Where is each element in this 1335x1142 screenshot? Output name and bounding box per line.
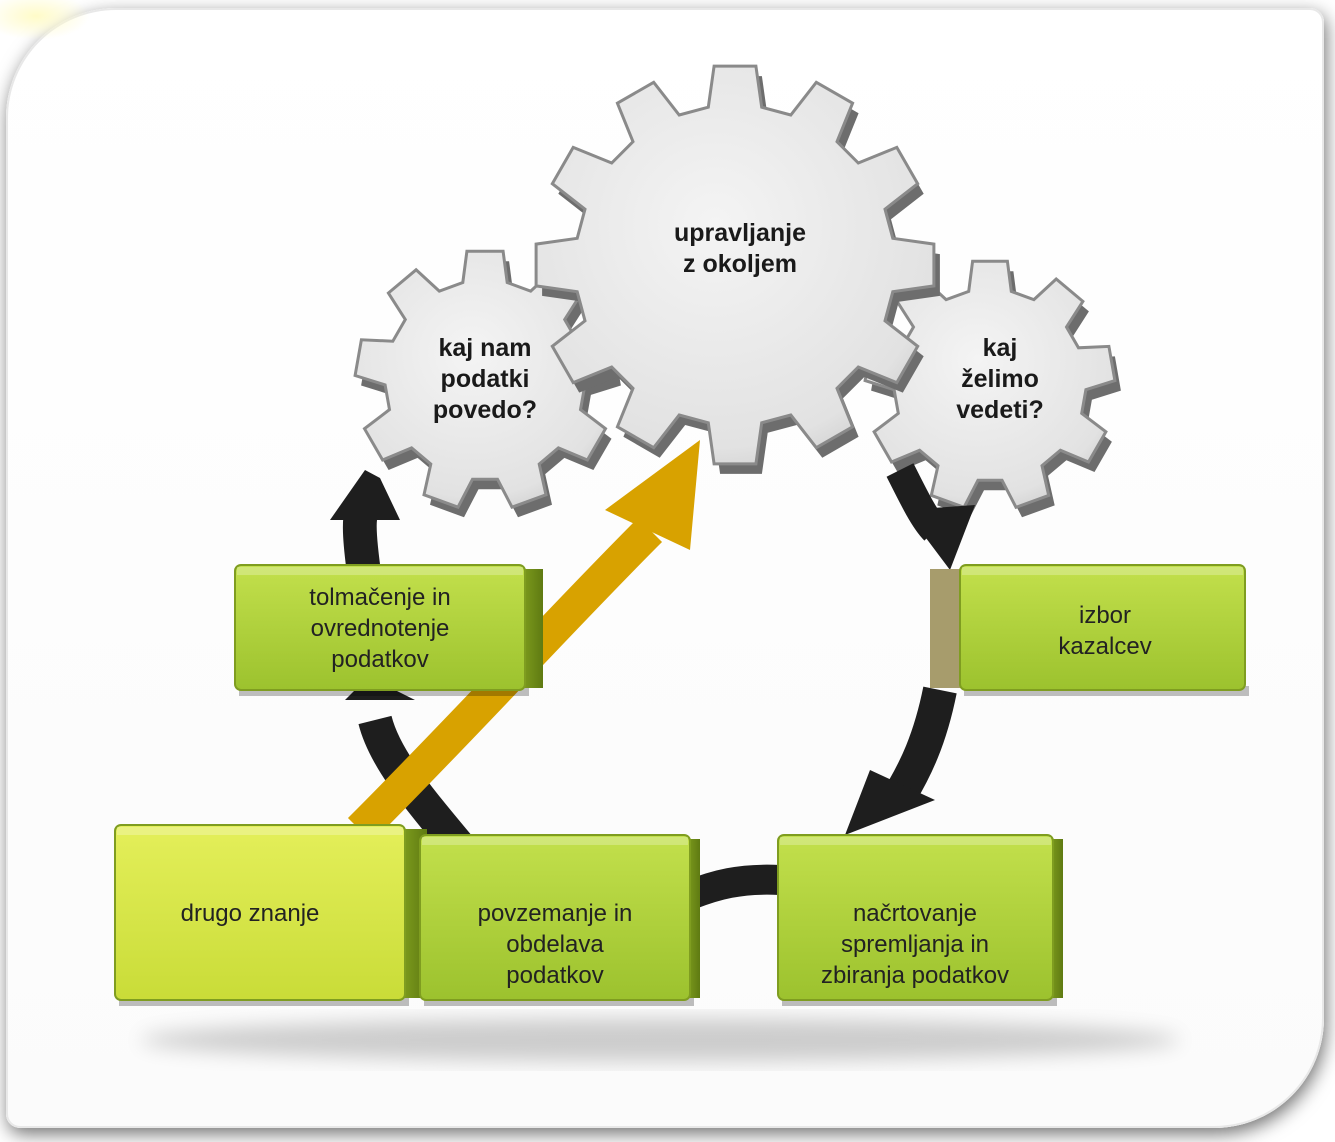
box-indicators-highlight (962, 567, 1243, 575)
arrow-planning-to-processing (684, 864, 781, 909)
gear-label-right: kaj želimo vedeti? (956, 334, 1044, 424)
arrow-indicators-to-planning (885, 686, 957, 804)
box-label-interpret: tolmačenje in ovrednotenje podatkov (309, 584, 451, 673)
box-label-other-knowledge: drugo znanje (180, 900, 320, 927)
box-label-planning: načrtovanje spremljanja in zbiranja poda… (820, 900, 1010, 989)
box-interpret-highlight (237, 567, 523, 575)
box-other-knowledge-highlight (117, 827, 403, 835)
box-interpret-side (521, 569, 543, 688)
arrow-head-left-gear (330, 470, 400, 520)
gear-label-left: kaj nam podatki povedo? (432, 334, 538, 424)
box-other-knowledge-face (114, 824, 406, 1001)
gear-label-center: upravljanje z okoljem (674, 219, 806, 278)
arrow-head-planning (845, 770, 935, 835)
box-label-indicators: izbor kazalcev (1058, 602, 1152, 660)
box-label-processing: povzemanje in obdelava podatkov (477, 900, 633, 989)
box-processing-face (419, 834, 691, 1001)
box-indicators-face (959, 564, 1246, 691)
floor-shadow (140, 1018, 1180, 1062)
box-interpret (234, 564, 543, 696)
box-processing-highlight (422, 837, 688, 845)
box-planning-face (777, 834, 1054, 1001)
box-planning (777, 834, 1063, 1006)
box-interpret-face (234, 564, 526, 691)
box-indicators-side (930, 569, 964, 688)
arrow-head-indicators (905, 505, 975, 570)
box-indicators (930, 564, 1249, 696)
box-processing (419, 834, 700, 1006)
gear-center (534, 64, 936, 466)
corner-glow (0, 0, 90, 40)
box-planning-highlight (780, 837, 1051, 845)
